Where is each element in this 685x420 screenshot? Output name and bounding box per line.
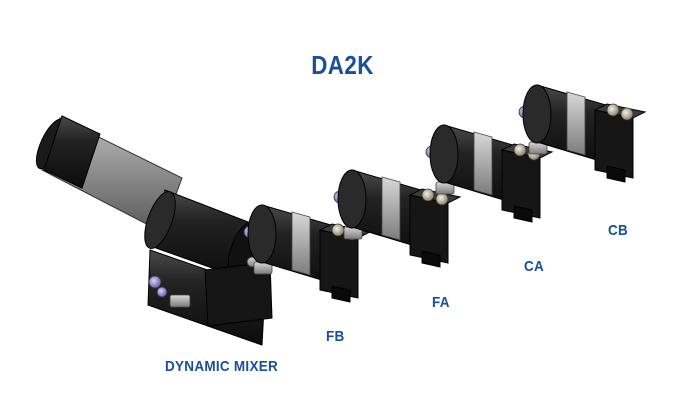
- fa-label: FA: [432, 294, 450, 311]
- dynamic-mixer-illustration: [35, 115, 273, 346]
- ca-label: CA: [524, 258, 545, 275]
- cb-label: CB: [608, 222, 629, 239]
- dynamic-mixer-label: DYNAMIC MIXER: [165, 358, 279, 375]
- fb-label: FB: [326, 328, 345, 345]
- page-title: DA2K: [311, 50, 374, 80]
